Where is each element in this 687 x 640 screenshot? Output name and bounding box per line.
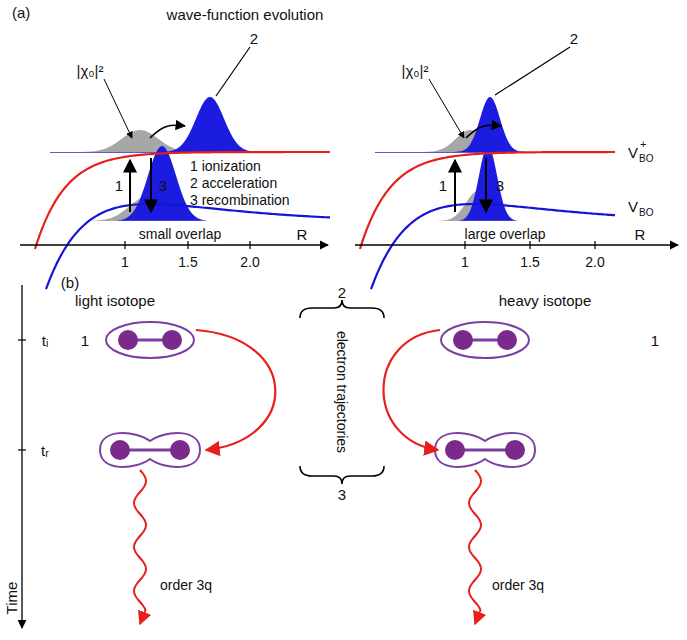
label: 2.0 (585, 255, 604, 269)
label: 1 (115, 178, 123, 193)
wavepacket (457, 146, 520, 221)
label: 2 (250, 31, 258, 46)
label: (a) (12, 5, 30, 20)
label: BO (639, 154, 653, 164)
ion-potential-curve (35, 152, 330, 249)
leader-line (429, 79, 464, 138)
label: |χ₀|² (402, 63, 429, 78)
axis-tick (124, 241, 125, 249)
nucleus (453, 330, 473, 350)
brace (300, 466, 384, 484)
nucleus (497, 330, 517, 350)
axis-tick (187, 241, 188, 249)
electron-trajectory (383, 330, 440, 450)
nucleus (170, 440, 190, 460)
neutral-potential-curve (46, 204, 330, 289)
label: 2 (338, 285, 346, 300)
nucleus (162, 330, 182, 350)
label: 3 (338, 487, 346, 502)
label: BO (639, 208, 653, 218)
label: large overlap (465, 227, 546, 241)
wavepacket (161, 97, 259, 152)
axis-tick (529, 241, 530, 249)
nucleus (110, 440, 130, 460)
label: 2 (570, 31, 578, 46)
label: 3 recombination (190, 193, 290, 207)
recombination-arrow (485, 158, 487, 212)
axis-tick (594, 241, 595, 249)
label: 1.5 (178, 255, 197, 269)
axis-tick (464, 241, 465, 249)
electron-cloud (435, 433, 535, 467)
wavepacket (455, 97, 525, 152)
ionization-arrow (129, 160, 131, 212)
ionization-arrow (454, 160, 456, 212)
time-axis (21, 285, 22, 628)
leader-line (216, 47, 250, 96)
label: + (640, 139, 646, 150)
label: R (635, 227, 646, 242)
r-axis (355, 244, 678, 245)
leader-line (495, 47, 570, 95)
label: electron trajectories (335, 331, 349, 453)
label: |χ₀|² (77, 63, 104, 78)
label: (b) (61, 275, 79, 290)
label: 3 (159, 178, 167, 193)
label: 1 (461, 255, 469, 269)
evolution-arrow (466, 125, 501, 138)
electron-cloud (100, 433, 200, 467)
axis-tick (18, 449, 26, 450)
axis-tick (249, 241, 250, 249)
label: 1 (651, 333, 659, 348)
neutral-potential-curve (371, 204, 615, 289)
label: V (628, 145, 638, 160)
label: tᵢ (42, 333, 49, 348)
label: 2 acceleration (190, 176, 277, 190)
electron-cloud (441, 322, 529, 358)
label: 2.0 (240, 255, 259, 269)
label: 1 ionization (190, 159, 261, 173)
label: heavy isotope (499, 293, 592, 308)
label: wave-function evolution (167, 7, 324, 22)
label: tᵣ (41, 443, 49, 458)
label: 1 (121, 255, 129, 269)
evolution-arrow (150, 125, 185, 138)
brace (300, 300, 384, 318)
nucleus (445, 440, 465, 460)
label: 3 (496, 178, 504, 193)
label: Time (4, 582, 19, 615)
label: V (628, 199, 638, 214)
ion-potential-curve (360, 152, 615, 249)
nucleus (118, 330, 138, 350)
nucleus (505, 440, 525, 460)
label: 1 (439, 178, 447, 193)
recombination-arrow (150, 158, 152, 212)
label: 1 (81, 333, 89, 348)
label: light isotope (75, 293, 155, 308)
r-axis (20, 244, 328, 245)
electron-cloud (106, 322, 194, 358)
photon-emission (469, 470, 481, 624)
label: R (297, 227, 308, 242)
label: 1.5 (520, 255, 539, 269)
axis-tick (18, 339, 26, 340)
photon-emission (134, 470, 146, 624)
label: order 3q (160, 578, 212, 592)
leader-line (104, 79, 132, 138)
label: order 3q (492, 578, 544, 592)
electron-trajectory (196, 330, 275, 450)
label: small overlap (139, 227, 221, 241)
